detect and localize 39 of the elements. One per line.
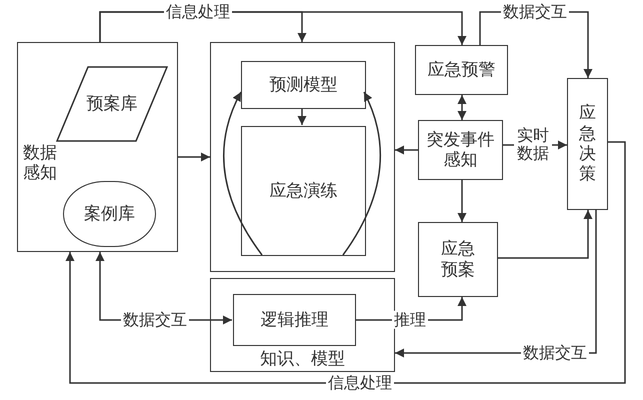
node-label: 数据感知 xyxy=(22,143,58,184)
arrow xyxy=(458,95,466,120)
edge-label: 推理 xyxy=(392,310,428,330)
process-box xyxy=(233,294,356,346)
node-label: 知识、模型 xyxy=(259,348,346,369)
curved-arrow xyxy=(342,92,381,256)
edge-label: 实时数据 xyxy=(514,126,552,164)
arrow xyxy=(458,180,466,222)
process-box xyxy=(567,78,608,210)
group-box xyxy=(210,42,395,272)
edge-label: 数据交互 xyxy=(521,344,589,362)
curved-arrow xyxy=(223,92,263,256)
arrow xyxy=(298,108,306,125)
arrow xyxy=(395,146,418,154)
node-label: 突发事件感知 xyxy=(426,130,496,170)
node-label: 应急预警 xyxy=(428,60,496,80)
node-label: 预测模型 xyxy=(270,74,338,96)
process-box xyxy=(415,45,508,95)
edge-label: 信息处理 xyxy=(164,2,232,22)
edge-label: 信息处理 xyxy=(326,374,394,392)
node-label: 逻辑推理 xyxy=(260,310,328,330)
process-box xyxy=(418,120,503,180)
process-box xyxy=(241,126,366,256)
arrow xyxy=(498,210,592,259)
edge-label: 数据交互 xyxy=(121,310,189,330)
arrow xyxy=(66,141,626,384)
group-box xyxy=(210,278,395,372)
node-label: 预案库 xyxy=(86,94,138,114)
process-box xyxy=(241,61,366,109)
edge-label: 数据交互 xyxy=(501,2,569,22)
node-label: 案例库 xyxy=(84,204,135,224)
arrow xyxy=(178,152,210,162)
node-label: 应急决策 xyxy=(578,103,596,185)
database-shape xyxy=(63,181,156,247)
database-parallelogram xyxy=(56,66,168,142)
node-label: 应急演练 xyxy=(270,180,338,202)
group-box xyxy=(17,42,178,252)
node-label: 应急预案 xyxy=(440,239,476,280)
process-box xyxy=(418,222,498,297)
